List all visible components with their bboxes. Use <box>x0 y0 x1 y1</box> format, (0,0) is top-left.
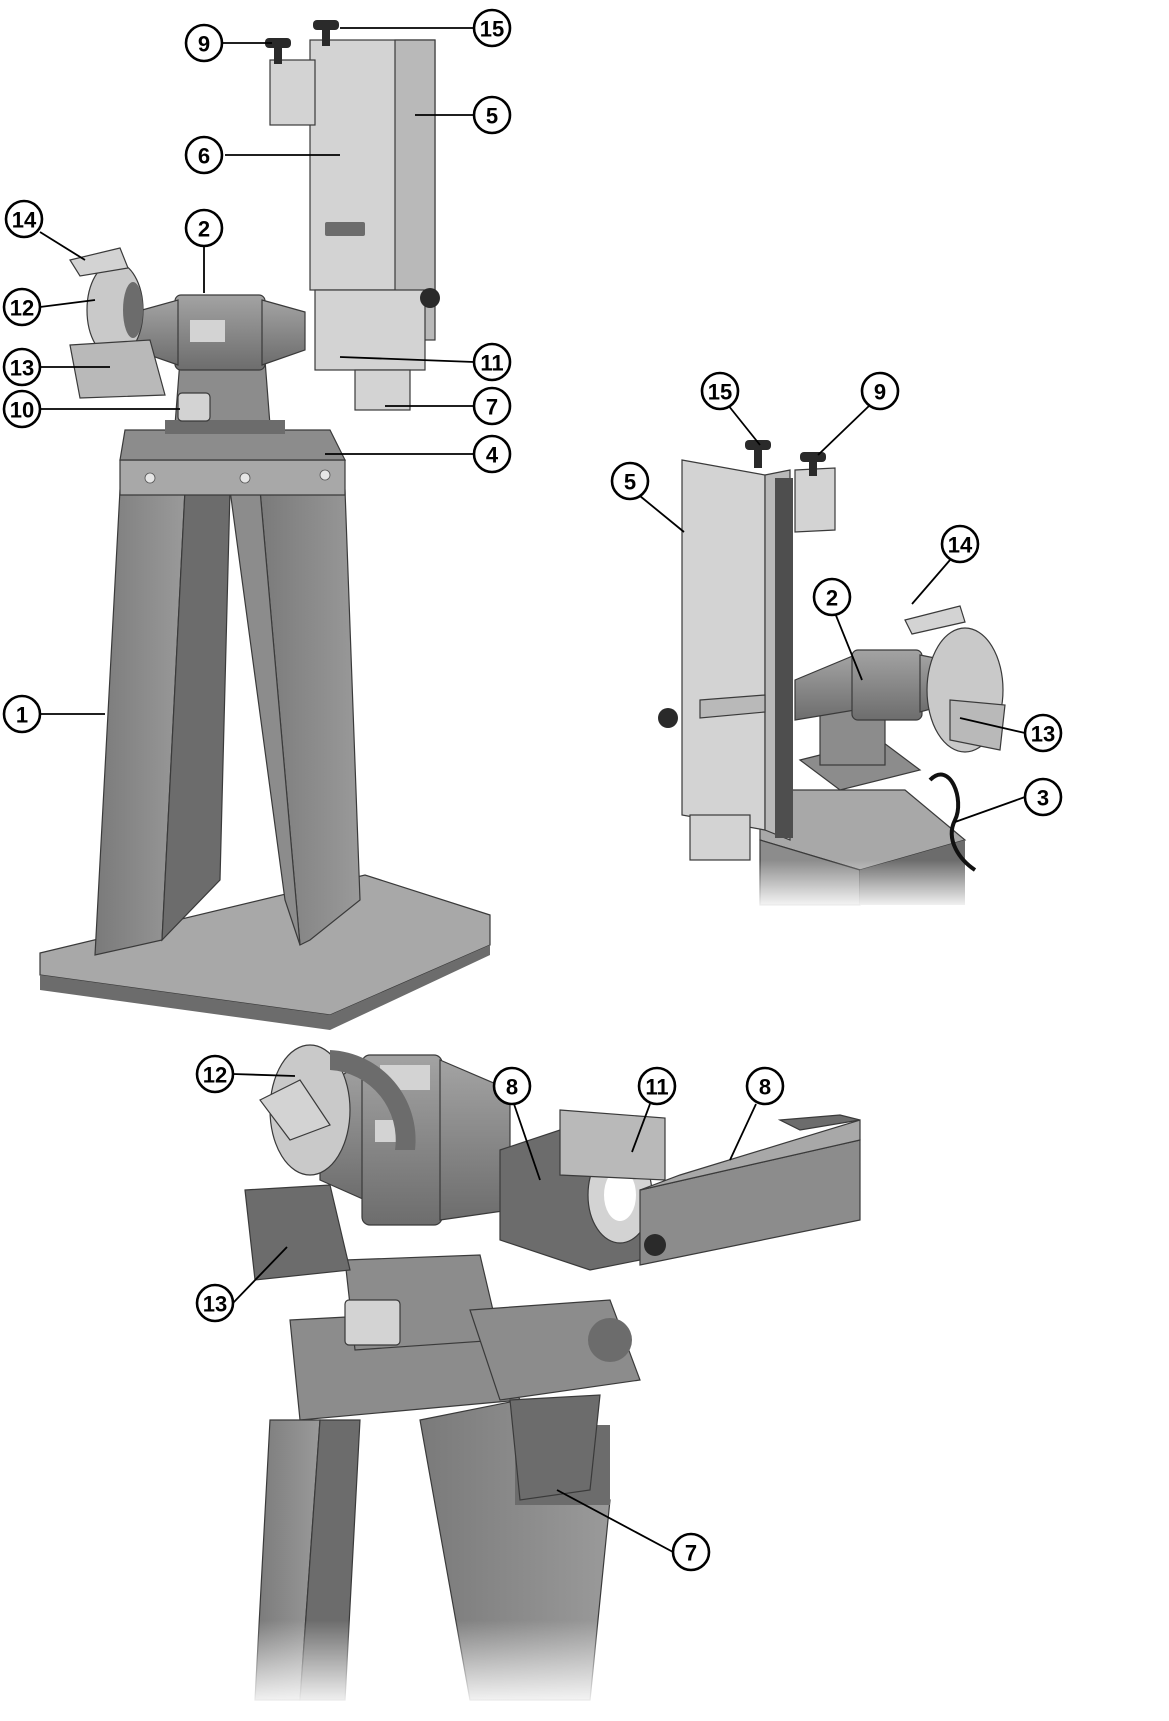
callout-belt-13: 13 <box>195 1283 235 1323</box>
callout-belt-12: 12 <box>195 1054 235 1094</box>
callout-rear-13: 13 <box>1023 713 1063 753</box>
leader-lines <box>39 27 1026 1553</box>
svg-text:9: 9 <box>874 380 886 405</box>
horizontal-belt-callouts: 8 11 8 12 13 7 <box>195 1054 785 1572</box>
callout-front-11: 11 <box>472 342 512 382</box>
callout-front-14: 14 <box>4 199 44 239</box>
callout-rear-14: 14 <box>940 524 980 564</box>
callout-rear-3: 3 <box>1023 777 1063 817</box>
svg-text:5: 5 <box>624 470 636 495</box>
rear-view-callouts: 15 9 5 14 2 13 3 <box>610 371 1063 817</box>
callout-rear-15: 15 <box>700 371 740 411</box>
svg-text:10: 10 <box>10 398 34 423</box>
callout-belt-11: 11 <box>637 1066 677 1106</box>
callout-front-5: 5 <box>472 95 512 135</box>
callout-belt-7: 7 <box>671 1532 711 1572</box>
callout-belt-8b: 8 <box>745 1066 785 1106</box>
svg-text:13: 13 <box>10 356 34 381</box>
svg-text:8: 8 <box>759 1075 771 1100</box>
svg-text:5: 5 <box>486 104 498 129</box>
svg-text:1: 1 <box>16 703 28 728</box>
front-view-illustration <box>39 20 491 1030</box>
svg-text:12: 12 <box>203 1063 227 1088</box>
svg-text:3: 3 <box>1037 786 1049 811</box>
callout-front-2: 2 <box>184 208 224 248</box>
callout-front-1: 1 <box>2 694 42 734</box>
svg-text:15: 15 <box>480 17 504 42</box>
svg-text:13: 13 <box>1031 722 1055 747</box>
callout-rear-2: 2 <box>812 577 852 617</box>
callout-front-7: 7 <box>472 386 512 426</box>
svg-text:13: 13 <box>203 1292 227 1317</box>
svg-text:11: 11 <box>645 1075 668 1100</box>
svg-text:11: 11 <box>480 351 503 376</box>
svg-text:12: 12 <box>10 296 34 321</box>
front-view-callouts: 9 15 5 6 14 2 12 13 11 10 7 4 1 <box>2 8 512 734</box>
callout-rear-9: 9 <box>860 371 900 411</box>
svg-text:9: 9 <box>198 32 210 57</box>
callout-front-13: 13 <box>2 347 42 387</box>
svg-text:4: 4 <box>486 443 499 468</box>
rear-view-illustration <box>658 440 1006 910</box>
callout-rear-5: 5 <box>610 461 650 501</box>
svg-text:15: 15 <box>708 380 732 405</box>
callout-front-9: 9 <box>184 23 224 63</box>
callout-front-10: 10 <box>2 389 42 429</box>
callout-front-4: 4 <box>472 434 512 474</box>
callout-front-15: 15 <box>472 8 512 48</box>
callout-front-6: 6 <box>184 135 224 175</box>
callout-belt-8a: 8 <box>492 1066 532 1106</box>
horizontal-belt-illustration <box>244 1044 861 1710</box>
callout-front-12: 12 <box>2 287 42 327</box>
svg-text:7: 7 <box>685 1541 697 1566</box>
svg-text:6: 6 <box>198 144 210 169</box>
svg-text:2: 2 <box>198 217 210 242</box>
svg-text:14: 14 <box>948 533 973 558</box>
svg-text:7: 7 <box>486 395 498 420</box>
svg-text:14: 14 <box>12 208 37 233</box>
svg-text:2: 2 <box>826 586 838 611</box>
svg-text:8: 8 <box>506 1075 518 1100</box>
